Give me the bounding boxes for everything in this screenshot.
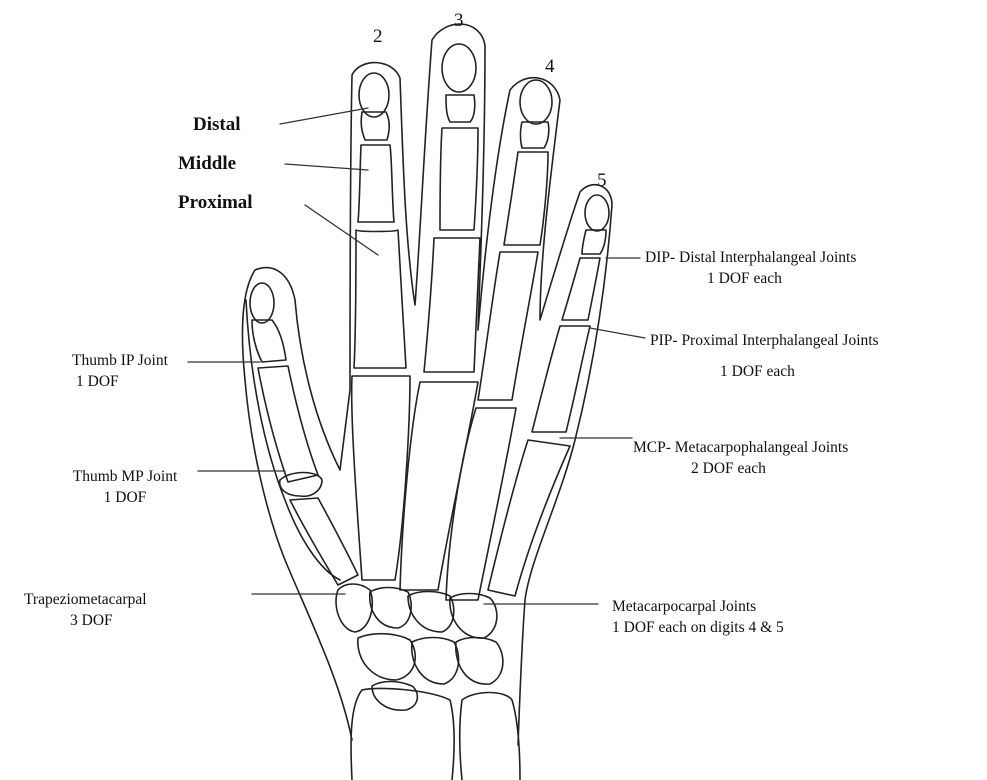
pip-joint-dof: 1 DOF each (650, 361, 879, 382)
digit-3-bones (400, 44, 480, 590)
mcp-joint-title: MCP- Metacarpophalangeal Joints (633, 437, 848, 458)
trapeziometacarpal-joint-label: Trapeziometacarpal 3 DOF (24, 589, 147, 631)
mcp-joint-label: MCP- Metacarpophalangeal Joints 2 DOF ea… (633, 437, 848, 479)
metacarpocarpal-joint-title: Metacarpocarpal Joints (612, 596, 784, 617)
trapeziometacarpal-joint-title: Trapeziometacarpal (24, 589, 147, 610)
metacarpocarpal-joint-dof: 1 DOF each on digits 4 & 5 (612, 617, 784, 638)
digit-5-number: 5 (597, 170, 607, 192)
dip-joint-dof: 1 DOF each (645, 268, 856, 289)
leader-proximal (305, 205, 378, 255)
metacarpocarpal-joint-label: Metacarpocarpal Joints 1 DOF each on dig… (612, 596, 784, 638)
digit-4-number: 4 (545, 56, 555, 78)
proximal-label: Proximal (178, 192, 253, 213)
middle-label: Middle (178, 153, 236, 174)
mcp-joint-dof: 2 DOF each (633, 458, 848, 479)
digit-3-number: 3 (454, 10, 464, 32)
forearm-bones (351, 688, 520, 780)
thumb-ip-joint-label: Thumb IP Joint 1 DOF (52, 350, 188, 392)
leader-pip (590, 328, 645, 338)
digit-5-bones (488, 195, 609, 596)
dip-joint-label: DIP- Distal Interphalangeal Joints 1 DOF… (645, 247, 856, 289)
thumb-mp-joint-dof: 1 DOF (52, 487, 198, 508)
thumb-ip-joint-dof: 1 DOF (52, 371, 188, 392)
distal-label: Distal (193, 114, 241, 135)
pip-joint-title: PIP- Proximal Interphalangeal Joints (650, 330, 879, 351)
trapeziometacarpal-joint-dof: 3 DOF (24, 610, 147, 631)
hand-outline (242, 24, 612, 745)
thumb-mp-joint-label: Thumb MP Joint 1 DOF (52, 466, 198, 508)
digit-4-bones (446, 80, 552, 600)
thumb-ip-joint-title: Thumb IP Joint (52, 350, 188, 371)
dip-joint-title: DIP- Distal Interphalangeal Joints (645, 247, 856, 268)
thumb-mp-joint-title: Thumb MP Joint (52, 466, 198, 487)
digit-2-bones (352, 73, 410, 580)
pip-joint-label: PIP- Proximal Interphalangeal Joints 1 D… (650, 330, 879, 382)
digit-2-number: 2 (373, 26, 383, 48)
leader-middle (285, 164, 368, 170)
leader-distal (280, 108, 368, 124)
leader-lines (188, 108, 645, 604)
